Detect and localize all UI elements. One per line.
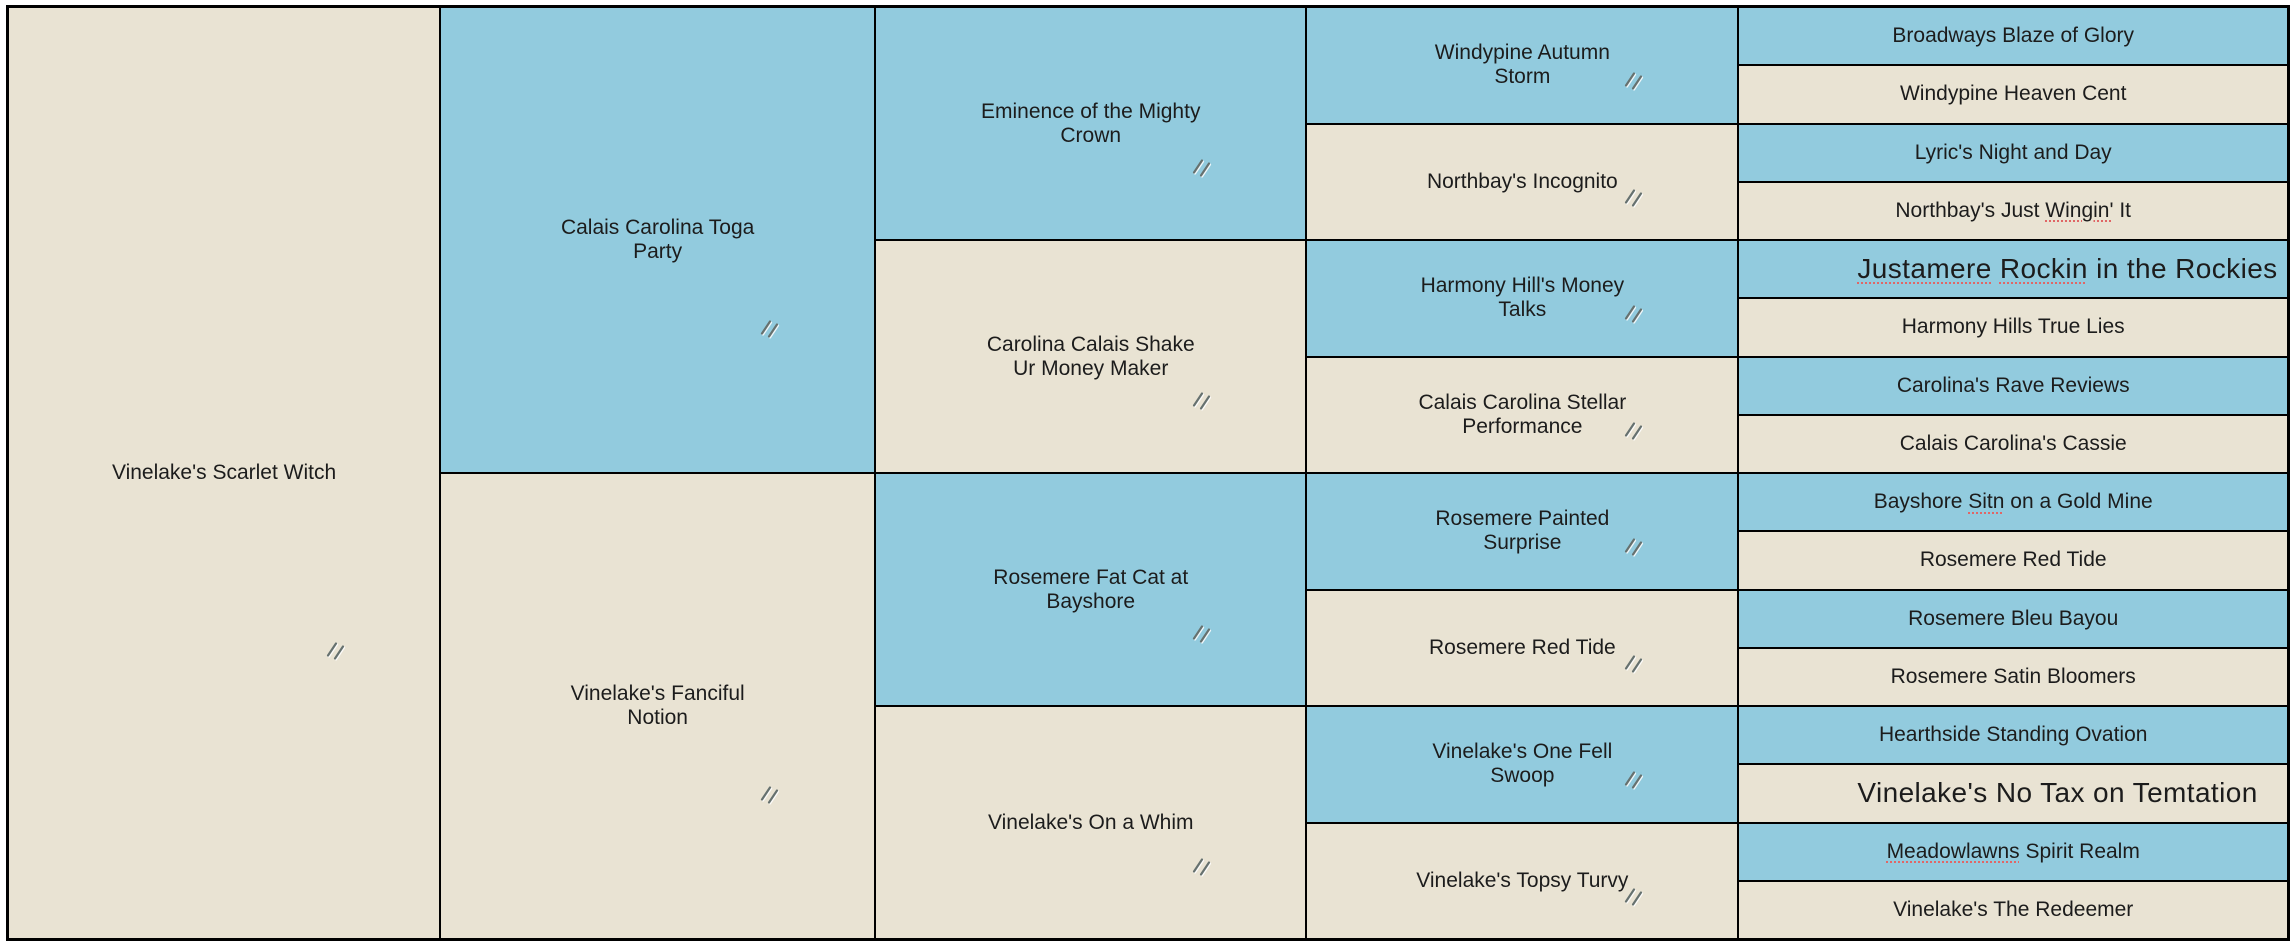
dog-name: Harmony Hill's Money Talks [1420, 274, 1625, 322]
pedigree-cell-gen4-1[interactable]: Windypine Autumn Storm [1307, 8, 1738, 123]
dog-name: Vinelake's Topsy Turvy [1416, 868, 1629, 892]
dog-name: Carolina's Rave Reviews [1896, 373, 2130, 397]
dog-name: Rosemere Red Tide [1428, 635, 1616, 659]
edit-icon[interactable] [1622, 302, 1646, 325]
pedigree-cell-gen5-11[interactable]: Rosemere Bleu Bayou [1739, 590, 2287, 647]
pedigree-cell-gen5-12[interactable]: Rosemere Satin Bloomers [1739, 648, 2287, 705]
pedigree-cell-gen5-3[interactable]: Lyric's Night and Day [1739, 124, 2287, 181]
dog-name: Meadowlawns Spirit Realm [1886, 839, 2140, 863]
dog-name: Rosemere Bleu Bayou [1908, 606, 2119, 630]
dog-name: Vinelake's Fanciful Notion [570, 682, 745, 729]
edit-icon[interactable] [1190, 156, 1214, 179]
pedigree-cell-gen4-5[interactable]: Rosemere Painted Surprise [1307, 474, 1738, 589]
misspelled-word: Sitn [1968, 490, 2005, 514]
edit-icon[interactable] [1622, 884, 1646, 907]
pedigree-cell-gen5-14[interactable]: Vinelake's No Tax on Temtation [1739, 765, 2287, 822]
dog-name: Justamere Rockin in the Rockies [1857, 253, 2278, 285]
dog-name: Northbay's Incognito [1426, 169, 1618, 193]
edit-icon[interactable] [1190, 855, 1214, 878]
dog-name: Vinelake's One Fell Swoop [1432, 740, 1613, 788]
pedigree-cell-gen5-4[interactable]: Northbay's Just Wingin' It [1739, 182, 2287, 239]
misspelled-word: Wingin' [2045, 198, 2114, 222]
pedigree-cell-gen5-2[interactable]: Windypine Heaven Cent [1739, 66, 2287, 123]
dog-name: Harmony Hills True Lies [1901, 315, 2125, 339]
pedigree-cell-gen5-1[interactable]: Broadways Blaze of Glory [1739, 8, 2287, 65]
pedigree-cell-gen2-2[interactable]: Vinelake's Fanciful Notion [441, 474, 875, 938]
edit-icon[interactable] [1622, 69, 1646, 92]
edit-icon[interactable] [758, 783, 782, 806]
pedigree-cell-gen5-9[interactable]: Bayshore Sitn on a Gold Mine [1739, 474, 2287, 531]
misspelled-word: Justamere [1857, 253, 1992, 285]
edit-icon[interactable] [1622, 651, 1646, 674]
edit-icon[interactable] [324, 638, 348, 661]
pedigree-cell-gen4-2[interactable]: Northbay's Incognito [1307, 124, 1738, 239]
pedigree-cell-gen3-2[interactable]: Carolina Calais Shake Ur Money Maker [876, 241, 1306, 472]
pedigree-cell-gen3-1[interactable]: Eminence of the Mighty Crown [876, 8, 1306, 239]
dog-name: Hearthside Standing Ovation [1878, 723, 2148, 747]
pedigree-cell-gen5-10[interactable]: Rosemere Red Tide [1739, 532, 2287, 589]
dog-name: Calais Carolina Stellar Performance [1418, 390, 1627, 438]
edit-icon[interactable] [758, 317, 782, 340]
dog-name: Vinelake's On a Whim [987, 810, 1194, 834]
edit-icon[interactable] [1190, 622, 1214, 645]
pedigree-cell-gen5-5[interactable]: Justamere Rockin in the Rockies [1739, 241, 2287, 298]
pedigree-cell-gen5-13[interactable]: Hearthside Standing Ovation [1739, 707, 2287, 764]
pedigree-cell-gen4-4[interactable]: Calais Carolina Stellar Performance [1307, 357, 1738, 472]
pedigree-cell-gen4-7[interactable]: Vinelake's One Fell Swoop [1307, 707, 1738, 822]
dog-name: Windypine Heaven Cent [1899, 82, 2127, 106]
dog-name: Lyric's Night and Day [1914, 140, 2112, 164]
dog-name: Windypine Autumn Storm [1434, 41, 1610, 89]
pedigree-cell-gen4-3[interactable]: Harmony Hill's Money Talks [1307, 241, 1738, 356]
pedigree-cell-gen4-8[interactable]: Vinelake's Topsy Turvy [1307, 823, 1738, 938]
dog-name: Broadways Blaze of Glory [1892, 24, 2134, 48]
edit-icon[interactable] [1622, 185, 1646, 208]
pedigree-cell-gen5-16[interactable]: Vinelake's The Redeemer [1739, 881, 2287, 938]
edit-icon[interactable] [1622, 535, 1646, 558]
dog-name: Calais Carolina Toga Party [560, 216, 755, 263]
pedigree-cell-gen2-1[interactable]: Calais Carolina Toga Party [441, 8, 875, 472]
pedigree-cell-gen3-4[interactable]: Vinelake's On a Whim [876, 707, 1306, 938]
pedigree-cell-gen5-6[interactable]: Harmony Hills True Lies [1739, 299, 2287, 356]
pedigree-cell-gen5-8[interactable]: Calais Carolina's Cassie [1739, 415, 2287, 472]
misspelled-word: Rockin [1999, 253, 2088, 285]
dog-name: Calais Carolina's Cassie [1899, 431, 2127, 455]
dog-name: Rosemere Painted Surprise [1435, 507, 1610, 555]
dog-name: Rosemere Satin Bloomers [1890, 664, 2136, 688]
pedigree-cell-gen1-1[interactable]: Vinelake's Scarlet Witch [9, 8, 440, 938]
pedigree-table: Vinelake's Scarlet Witch Calais Carolina … [6, 5, 2290, 941]
dog-name: Vinelake's Scarlet Witch [111, 461, 337, 484]
edit-icon[interactable] [1622, 768, 1646, 791]
dog-name: Rosemere Fat Cat at Bayshore [993, 565, 1189, 613]
dog-name: Bayshore Sitn on a Gold Mine [1873, 490, 2153, 514]
dog-name: Rosemere Red Tide [1919, 548, 2107, 572]
edit-icon[interactable] [1190, 389, 1214, 412]
pedigree-cell-gen5-7[interactable]: Carolina's Rave Reviews [1739, 357, 2287, 414]
pedigree-cell-gen4-6[interactable]: Rosemere Red Tide [1307, 590, 1738, 705]
dog-name: Eminence of the Mighty Crown [981, 99, 1201, 147]
pedigree-cell-gen3-3[interactable]: Rosemere Fat Cat at Bayshore [876, 474, 1306, 705]
misspelled-word: Meadowlawns [1886, 839, 2020, 863]
dog-name: Northbay's Just Wingin' It [1895, 198, 2132, 222]
pedigree-cell-gen5-15[interactable]: Meadowlawns Spirit Realm [1739, 823, 2287, 880]
edit-icon[interactable] [1622, 418, 1646, 441]
dog-name: Vinelake's The Redeemer [1893, 897, 2134, 921]
dog-name: Vinelake's No Tax on Temtation [1857, 777, 2258, 809]
dog-name: Carolina Calais Shake Ur Money Maker [986, 332, 1195, 380]
